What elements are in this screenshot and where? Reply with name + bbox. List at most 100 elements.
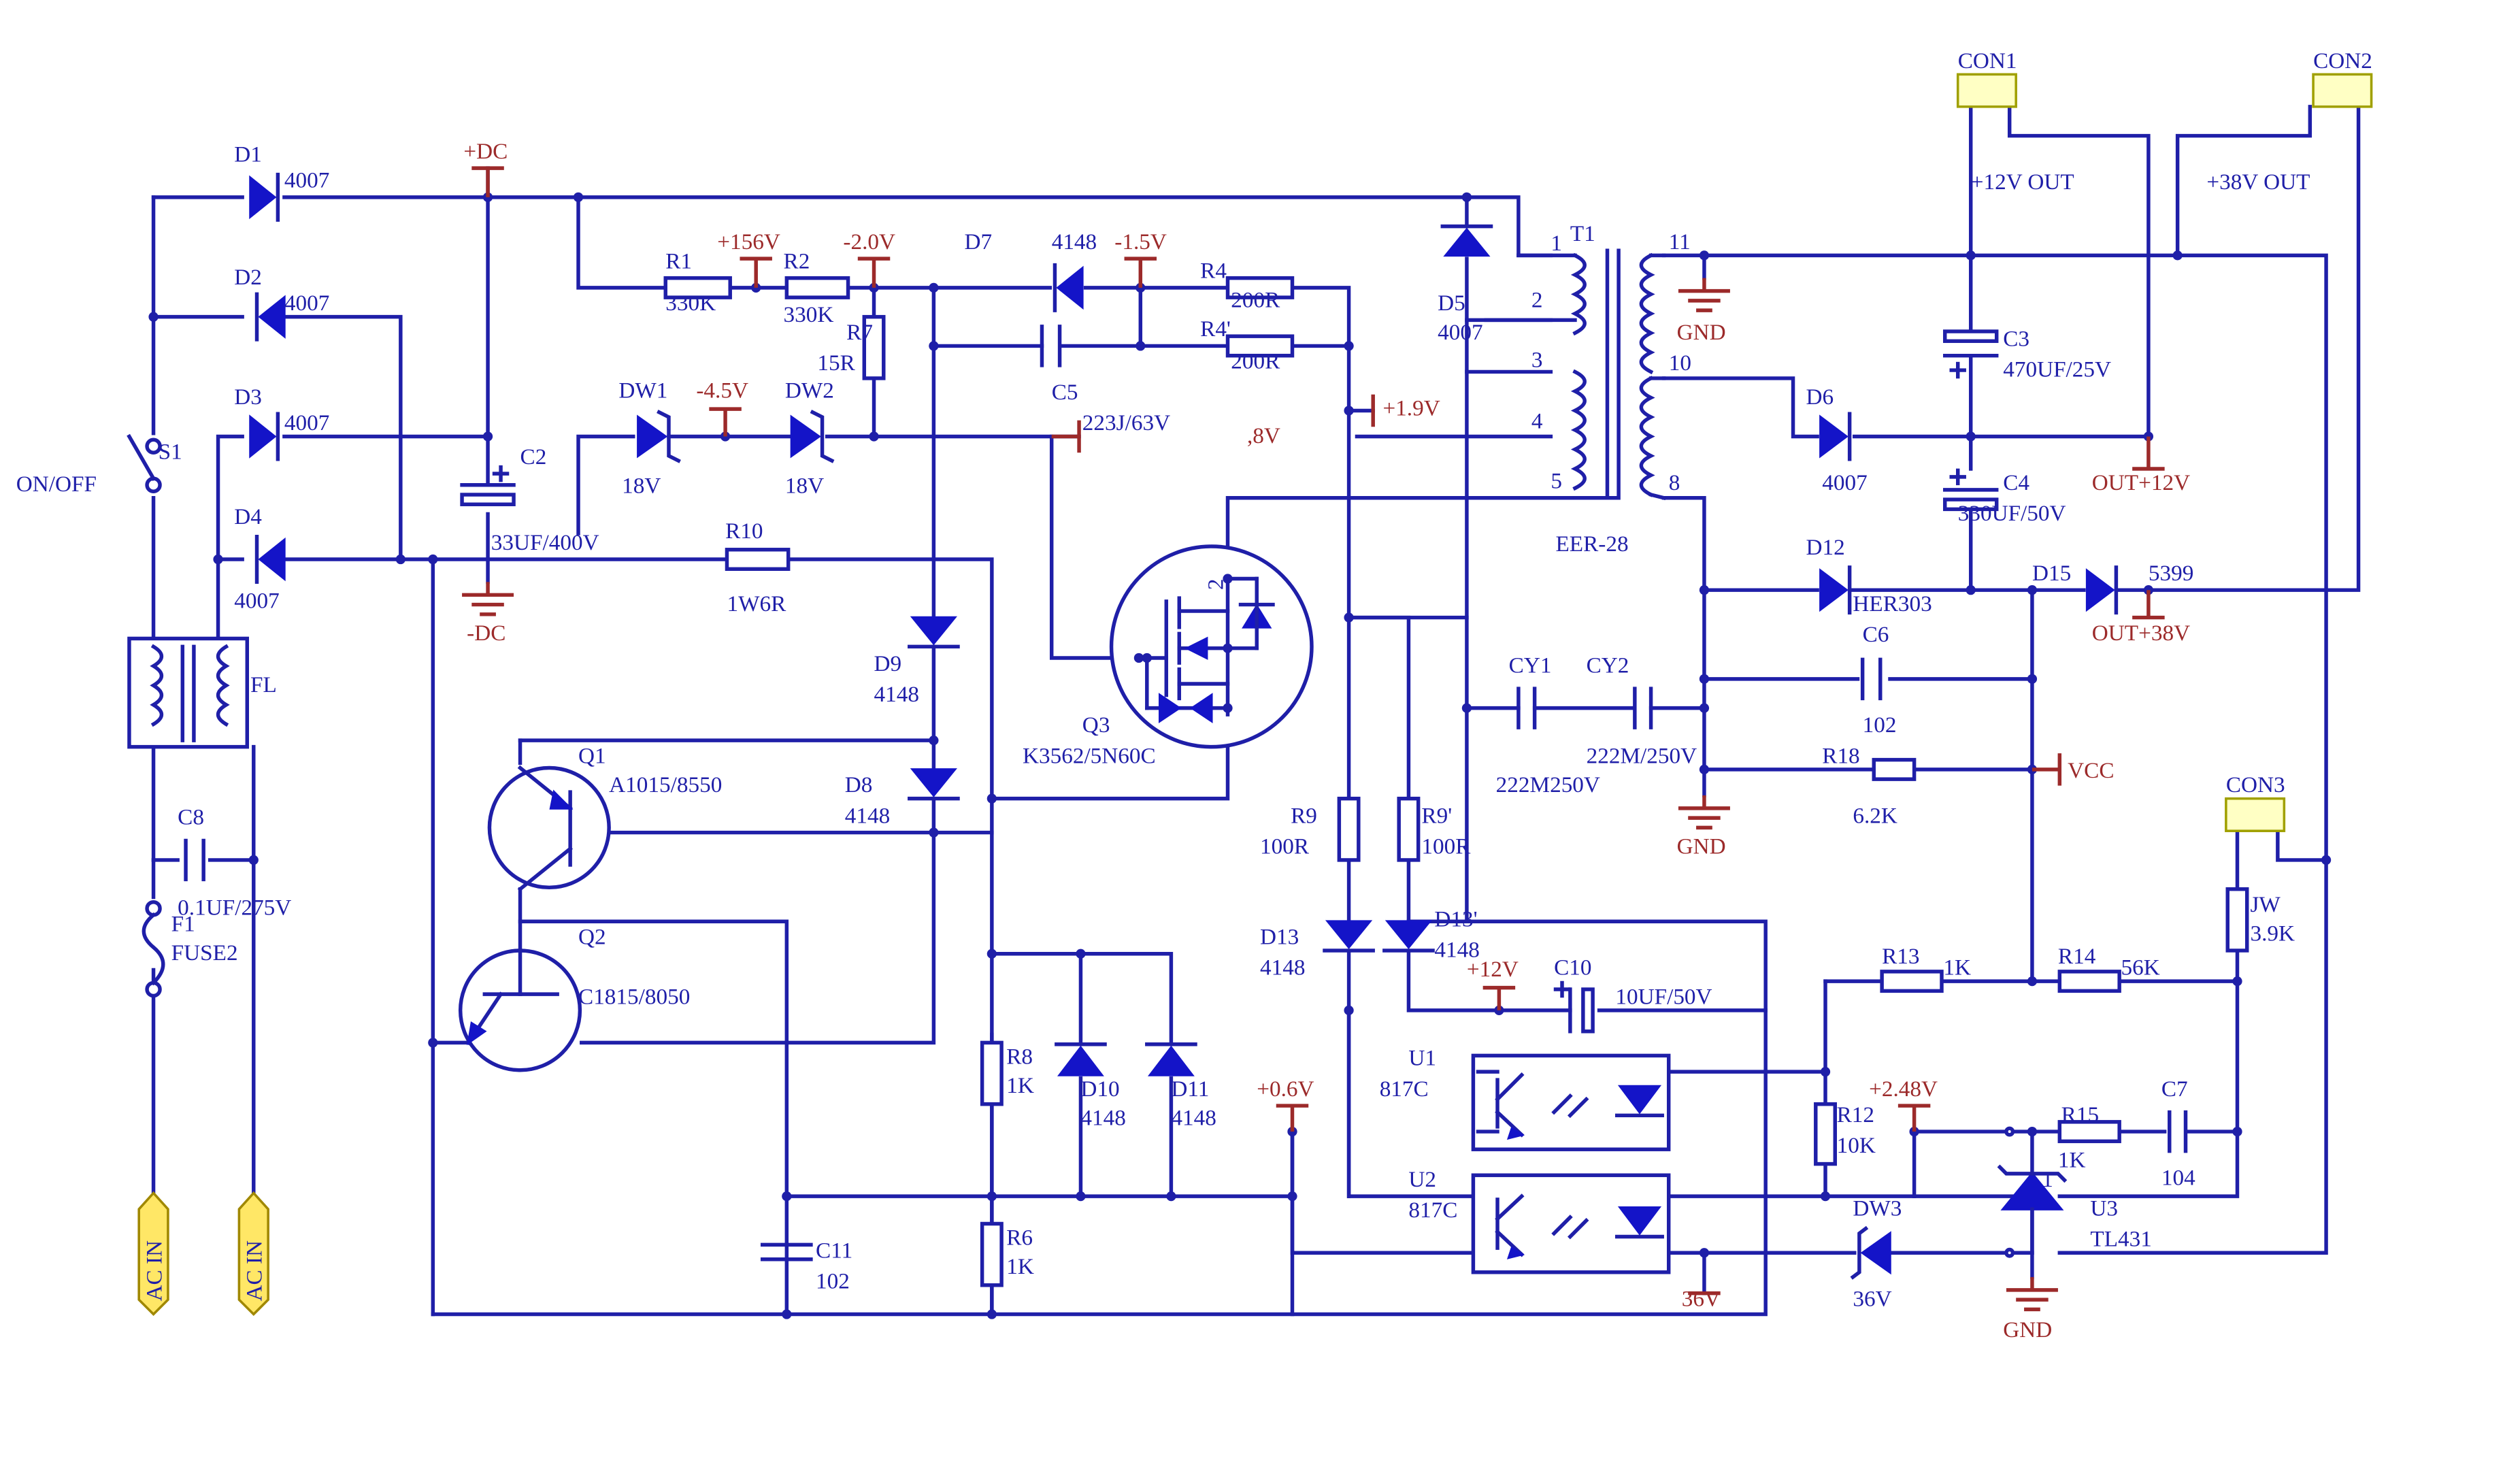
label-c6: C6 — [1863, 622, 1889, 647]
emi-filter-fl — [127, 636, 250, 749]
switch-s1[interactable] — [127, 433, 162, 493]
resistor-r14 — [2057, 970, 2121, 993]
diode-d6 — [1819, 412, 1852, 461]
label-v36a: 36V — [1682, 1287, 1721, 1312]
diode-d3 — [249, 412, 280, 461]
label-v19: +1.9V — [1382, 396, 1440, 421]
label-d5: D5 — [1438, 291, 1465, 316]
label-d1: D1 — [234, 142, 262, 167]
label-eer28: EER-28 — [1556, 531, 1629, 557]
label-c5: C5 — [1052, 380, 1078, 405]
transformer-t1 — [1570, 248, 1666, 501]
label-c4: C4 — [2003, 470, 2029, 495]
label-pin8: 8 — [1669, 470, 1680, 495]
label-acin-1: AC IN — [142, 1240, 167, 1302]
diode-d11 — [1145, 1042, 1197, 1076]
resistor-r4 — [1225, 276, 1295, 299]
ac-in-connector-2[interactable] — [237, 1191, 269, 1317]
label-q3-pin2: 2 — [1203, 579, 1228, 591]
connector-con3[interactable] — [2225, 797, 2286, 832]
resistor-r12 — [1814, 1102, 1838, 1166]
label-d9-val: 4148 — [874, 682, 919, 707]
resistor-r2 — [784, 276, 850, 299]
connector-con1[interactable] — [1956, 73, 2017, 108]
diode-d10 — [1055, 1042, 1107, 1076]
label-v15: -1.5V — [1114, 229, 1167, 254]
label-r4p-val: 200R — [1231, 349, 1280, 374]
cap-c2 — [460, 465, 516, 506]
diode-d12 — [1819, 565, 1852, 615]
label-f1: F1 — [171, 911, 195, 936]
cap-c8 — [184, 838, 205, 882]
label-out12b: OUT+12V — [2092, 470, 2190, 495]
label-d3: D3 — [234, 384, 262, 410]
label-d13-val: 4148 — [1260, 955, 1305, 980]
ac-in-connector-1[interactable] — [137, 1191, 169, 1317]
cap-cy1 — [1516, 687, 1537, 729]
label-r8: R8 — [1006, 1044, 1033, 1069]
label-u2: U2 — [1408, 1167, 1436, 1192]
label-acin-2: AC IN — [242, 1240, 267, 1302]
label-d4-val: 4007 — [234, 588, 279, 613]
label-c6-val: 102 — [1863, 712, 1897, 738]
label-r13: R13 — [1882, 944, 1919, 969]
junctions — [148, 192, 2332, 1319]
label-out12: +12V OUT — [1971, 169, 2074, 195]
label-con3: CON3 — [2226, 772, 2285, 797]
label-d13p-val: 4148 — [1434, 937, 1479, 962]
label-d12: D12 — [1806, 535, 1845, 560]
label-d7-val: 4148 — [1052, 229, 1097, 254]
diode-d1 — [249, 172, 280, 222]
label-r6: R6 — [1006, 1225, 1033, 1250]
diode-d15 — [2085, 565, 2119, 615]
label-v8: ,8V — [1247, 423, 1280, 448]
label-c3-val: 470UF/25V — [2003, 357, 2111, 382]
label-r1: R1 — [665, 248, 692, 274]
label-u3-val: TL431 — [2090, 1227, 2151, 1252]
label-cy2: CY2 — [1587, 653, 1629, 678]
label-d13p: D13' — [1434, 906, 1477, 931]
label-d10-val: 4148 — [1080, 1106, 1125, 1131]
label-jw-val: 3.9K — [2250, 921, 2295, 946]
label-v20: -2.0V — [843, 229, 895, 254]
cap-c3 — [1942, 329, 1999, 379]
bridge-diodes — [249, 172, 286, 584]
label-r15: R15 — [2061, 1102, 2099, 1127]
label-cy1: CY1 — [1509, 653, 1552, 678]
label-r7-val: 15R — [817, 350, 855, 376]
label-r12: R12 — [1837, 1102, 1874, 1127]
label-minus-dc: -DC — [467, 621, 505, 646]
transistor-q1 — [487, 765, 611, 892]
label-s1: S1 — [159, 440, 182, 465]
label-d7: D7 — [964, 229, 992, 254]
diode-d4 — [254, 535, 286, 584]
label-r2-val: 330K — [784, 302, 834, 327]
label-d15: D15 — [2032, 561, 2071, 586]
label-fuse2: FUSE2 — [171, 940, 238, 966]
label-gnd-a: GND — [1677, 320, 1726, 345]
diode-d13p — [1382, 920, 1435, 953]
label-d13: D13 — [1260, 924, 1299, 949]
label-onoff: ON/OFF — [16, 472, 97, 497]
label-d6: D6 — [1806, 384, 1834, 410]
label-pin1: 1 — [1551, 231, 1562, 256]
label-q3: Q3 — [1082, 712, 1110, 738]
connector-con2[interactable] — [2312, 73, 2373, 108]
resistor-r9p — [1397, 796, 1421, 862]
label-out38b: OUT+38V — [2092, 621, 2190, 646]
cap-c10 — [1553, 980, 1595, 1034]
zener-dw1 — [637, 410, 681, 463]
label-c10: C10 — [1554, 955, 1591, 980]
label-c8-val: 0.1UF/275V — [178, 895, 291, 921]
label-v248: +2.48V — [1869, 1076, 1938, 1102]
resistor-r6 — [980, 1221, 1004, 1287]
label-r6-val: 1K — [1006, 1254, 1034, 1279]
resistor-r8 — [980, 1040, 1004, 1106]
label-jw: JW — [2250, 892, 2281, 917]
diode-d9 — [908, 616, 960, 649]
label-d12-val: HER303 — [1853, 591, 1932, 616]
label-r18: R18 — [1822, 743, 1859, 768]
resistor-jw — [2225, 887, 2249, 953]
diode-d7 — [1052, 263, 1084, 312]
label-u2-val: 817C — [1408, 1198, 1457, 1223]
